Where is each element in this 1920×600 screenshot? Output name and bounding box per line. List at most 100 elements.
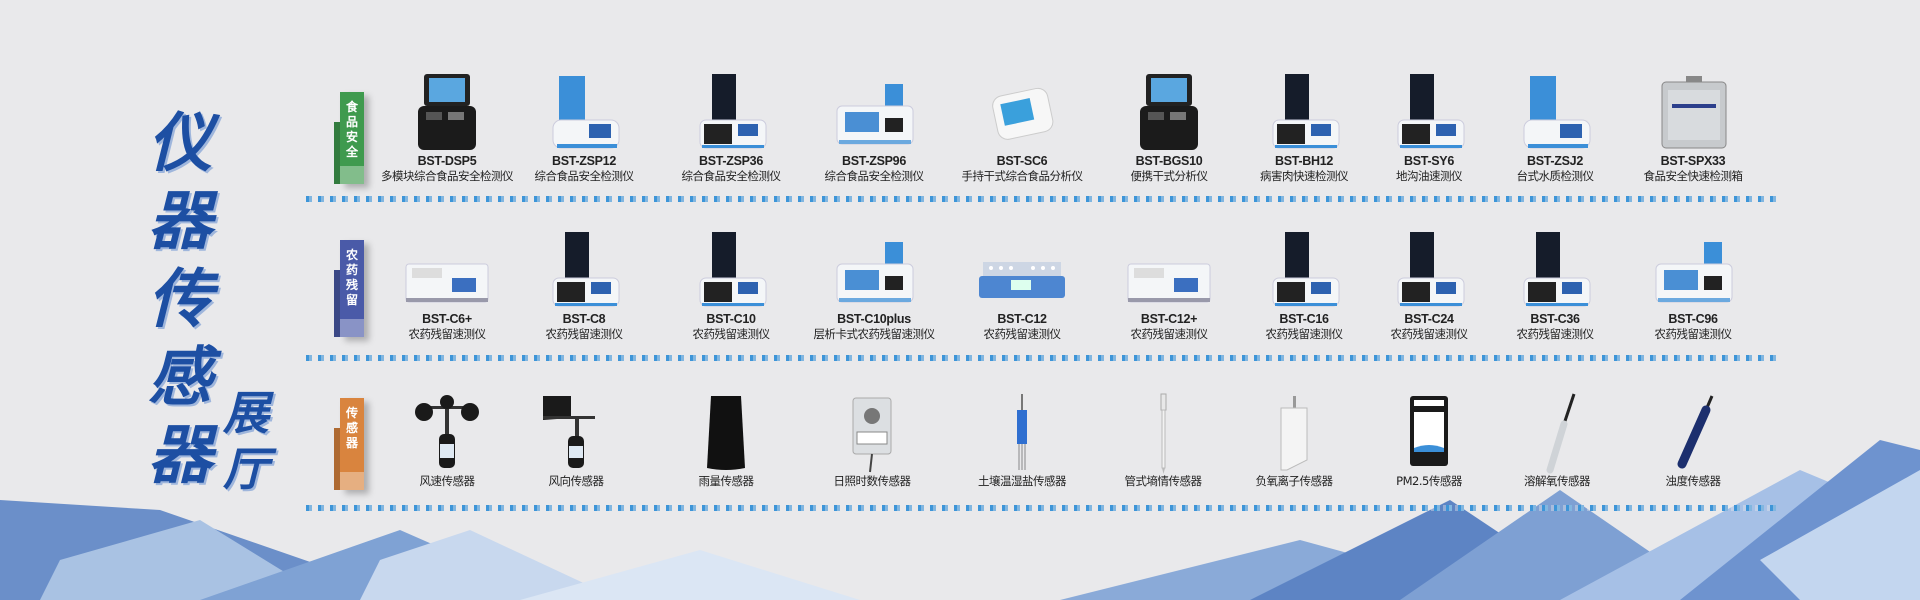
product-model: BST-ZSP12 — [552, 154, 616, 168]
analyzer-flat-icon — [836, 84, 914, 145]
category-tag[interactable]: 食品安全 — [340, 92, 364, 184]
product-model: BST-C10plus — [837, 312, 911, 326]
category-tag-char: 药 — [345, 263, 358, 277]
product-model: BST-C24 — [1404, 312, 1454, 326]
category-tag[interactable]: 农药残留 — [340, 240, 364, 337]
title-char: 传 — [148, 262, 212, 337]
product-name: 农药残留速测仪 — [692, 327, 771, 341]
title-char: 器 — [148, 184, 212, 259]
product-name: 综合食品安全检测仪 — [534, 169, 635, 183]
product-name: 土壤温湿盐传感器 — [978, 474, 1067, 488]
black-case-icon — [1140, 74, 1198, 150]
product-name: 多模块综合食品安全检测仪 — [381, 169, 514, 183]
analyzer-dark-lid-icon — [699, 232, 767, 307]
product-card[interactable]: 溶解氧传感器 — [1482, 390, 1632, 489]
analyzer-dark-lid-icon — [1397, 74, 1465, 149]
product-card[interactable]: BST-C6+农药残留速测仪 — [372, 228, 522, 342]
product-name: 便携干式分析仪 — [1130, 169, 1209, 183]
product-name: 农药残留速测仪 — [1516, 327, 1595, 341]
title-char: 器 — [148, 418, 212, 493]
product-name: 溶解氧传感器 — [1524, 474, 1591, 488]
product-model: BST-C12 — [997, 312, 1047, 326]
analyzer-flat-icon — [1655, 242, 1733, 303]
ion-sensor-icon — [1280, 396, 1308, 471]
product-name: 层析卡式农药残留速测仪 — [813, 327, 936, 341]
wind-vane-icon — [543, 396, 595, 468]
rain-gauge-icon — [707, 396, 745, 470]
tube-probe-icon — [1160, 393, 1167, 474]
analyzer-wide-icon — [405, 263, 489, 303]
product-model: BST-BH12 — [1274, 154, 1334, 168]
product-model: BST-DSP5 — [417, 154, 477, 168]
category-tag[interactable]: 传感器 — [340, 398, 364, 490]
subtitle-char: 厅 — [223, 442, 269, 496]
product-card[interactable]: PM2.5传感器 — [1354, 390, 1504, 489]
product-name: 农药残留速测仪 — [1130, 327, 1209, 341]
product-card[interactable]: 风向传感器 — [501, 390, 651, 489]
product-name: 手持干式综合食品分析仪 — [961, 169, 1084, 183]
product-card[interactable]: 浊度传感器 — [1618, 390, 1768, 489]
soil-probe-icon — [1017, 394, 1027, 470]
turbidity-probe-icon — [1677, 395, 1714, 469]
product-card[interactable]: 土壤温湿盐传感器 — [947, 390, 1097, 489]
product-name: 食品安全快速检测箱 — [1643, 169, 1744, 183]
product-name: PM2.5传感器 — [1396, 474, 1462, 488]
product-model: BST-C36 — [1530, 312, 1580, 326]
category-tag-char: 感 — [345, 421, 358, 435]
analyzer-flat-icon — [836, 242, 914, 303]
product-model: BST-BGS10 — [1135, 154, 1203, 168]
product-name: 综合食品安全检测仪 — [681, 169, 782, 183]
product-card[interactable]: 日照时数传感器 — [797, 390, 947, 489]
product-card[interactable]: 管式墒情传感器 — [1088, 390, 1238, 489]
handheld-icon — [992, 87, 1054, 140]
product-name: 负氧离子传感器 — [1255, 474, 1334, 488]
row-divider — [306, 196, 1776, 202]
category-tag-char: 传 — [345, 406, 358, 420]
product-name: 病害肉快速检测仪 — [1260, 169, 1349, 183]
sunshine-sensor-icon — [852, 397, 892, 473]
product-model: BST-C16 — [1279, 312, 1329, 326]
product-name: 农药残留速测仪 — [1390, 327, 1469, 341]
product-model: BST-SPX33 — [1660, 154, 1726, 168]
product-name: 台式水质检测仪 — [1516, 169, 1595, 183]
analyzer-blue-lid-icon — [552, 76, 620, 149]
product-model: BST-SC6 — [996, 154, 1048, 168]
product-model: BST-C12+ — [1140, 312, 1198, 326]
analyzer-dark-lid-icon — [699, 74, 767, 149]
anemometer-icon — [415, 395, 479, 468]
product-card[interactable]: 雨量传感器 — [651, 390, 801, 489]
product-model: BST-C8 — [562, 312, 606, 326]
product-model: BST-C6+ — [422, 312, 472, 326]
category-tag-char: 残 — [345, 278, 358, 292]
product-name: 农药残留速测仪 — [1654, 327, 1733, 341]
product-model: BST-C10 — [706, 312, 756, 326]
product-name: 农药残留速测仪 — [545, 327, 624, 341]
product-card[interactable]: 负氧离子传感器 — [1219, 390, 1369, 489]
tag-foot — [340, 472, 364, 490]
product-name: 浊度传感器 — [1665, 474, 1722, 488]
product-model: BST-ZSP96 — [842, 154, 906, 168]
product-card[interactable]: BST-C12+农药残留速测仪 — [1094, 228, 1244, 342]
product-model: BST-C96 — [1668, 312, 1718, 326]
product-card[interactable]: 风速传感器 — [372, 390, 522, 489]
pm25-sensor-icon — [1410, 396, 1448, 466]
